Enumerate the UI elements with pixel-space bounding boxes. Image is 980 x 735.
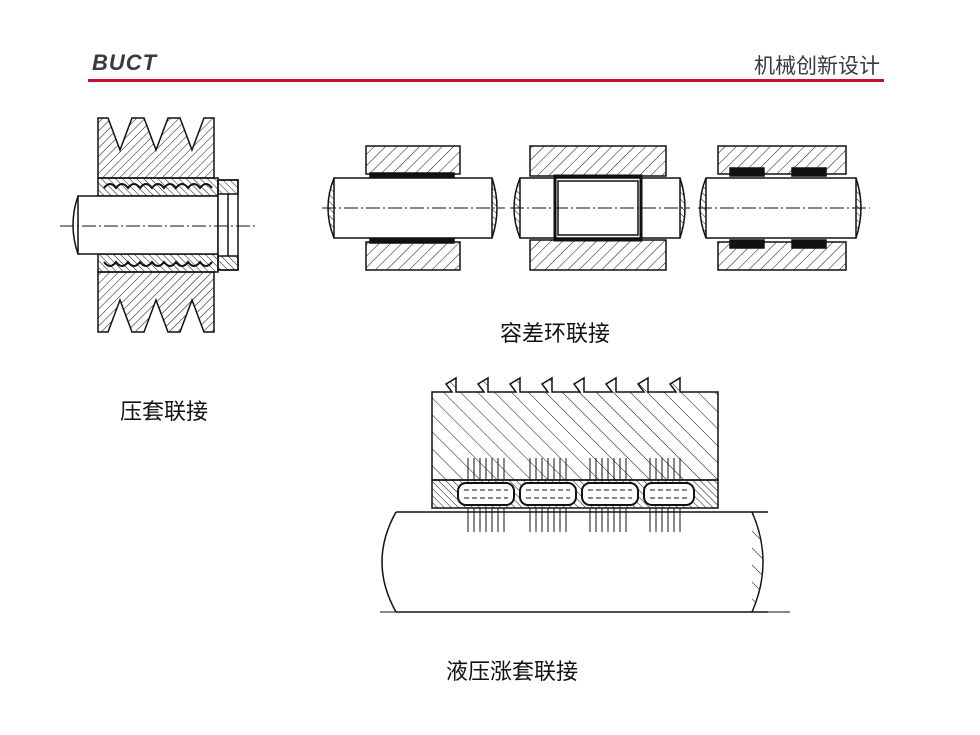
caption-tolerance-ring: 容差环联接 bbox=[500, 322, 611, 347]
tolerance-ring-drawing bbox=[322, 145, 870, 271]
caption-press-fit: 压套联接 bbox=[120, 400, 209, 425]
header-divider bbox=[88, 79, 884, 82]
brand-logo-text: BUCT bbox=[92, 50, 158, 75]
press-fit-drawing bbox=[60, 117, 258, 333]
hydraulic-sleeve-drawing bbox=[380, 376, 790, 613]
course-title: 机械创新设计 bbox=[754, 54, 880, 78]
caption-hydraulic-sleeve: 液压涨套联接 bbox=[446, 660, 579, 685]
